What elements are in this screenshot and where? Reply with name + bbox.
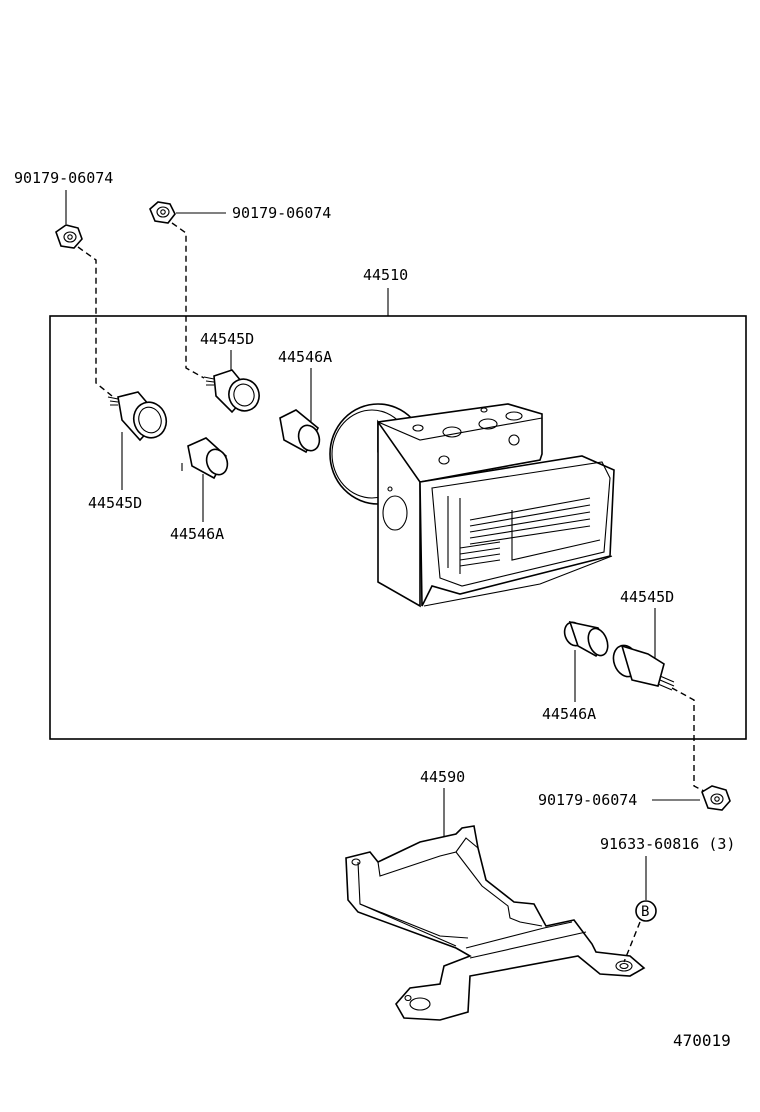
cushion-a-upper — [279, 409, 321, 454]
cushion-d-left — [107, 391, 168, 442]
callout-cushion-a-right: 44546A — [542, 705, 596, 723]
cushion-a-right — [563, 620, 609, 658]
figure-number: 470019 — [673, 1031, 731, 1050]
nut-top-left-dashed-path — [77, 246, 113, 397]
callout-cushion-d-upper: 44545D — [200, 330, 254, 348]
bolt-marker-letter: B — [641, 904, 649, 920]
callout-nut-top-left: 90179-06074 — [14, 169, 113, 187]
nut-bottom-right — [701, 785, 731, 811]
bolt-dashed-path — [623, 921, 641, 963]
nut-top-mid — [149, 201, 176, 224]
callout-nut-top-mid: 90179-06074 — [232, 204, 331, 222]
callout-bolt: 91633-60816 (3) — [600, 835, 735, 853]
cushion-d-upper — [203, 369, 260, 414]
callout-assembly: 44510 — [363, 266, 408, 284]
nut-top-left — [55, 224, 83, 249]
nut-top-mid-dashed-path — [171, 222, 205, 379]
callout-cushion-d-right: 44545D — [620, 588, 674, 606]
assembly-frame — [49, 315, 747, 740]
callout-bracket: 44590 — [420, 768, 465, 786]
bolt-marker — [635, 900, 657, 922]
callout-cushion-a-upper: 44546A — [278, 348, 332, 366]
callout-cushion-d-left: 44545D — [88, 494, 142, 512]
abs-actuator — [329, 403, 615, 608]
callout-nut-bottom-right: 90179-06074 — [538, 791, 637, 809]
cushion-a-left — [181, 437, 229, 480]
callout-cushion-a-left: 44546A — [170, 525, 224, 543]
nut-bottom-right-dashed-path — [671, 687, 707, 793]
cushion-d-right — [612, 644, 675, 691]
bracket — [345, 825, 646, 1021]
